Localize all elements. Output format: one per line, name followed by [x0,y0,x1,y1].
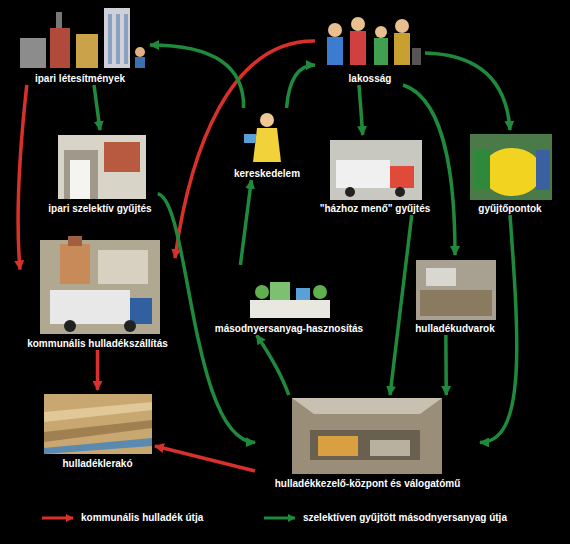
picture-node: hulladékkezelő-központ és válogatómű [255,395,480,490]
picture-node: hulladékudvarok [409,255,500,335]
trade-picture [244,113,281,162]
legend-label: szelektíven gyűjtött másodnyersanyag útj… [303,512,507,524]
population-picture [327,17,421,65]
node-label: lakosság [346,73,395,85]
picture-node: kommunális hulladékszállítás [20,235,175,350]
node-label: ipari szelektív gyűjtés [45,203,154,215]
node-label: hulladéklerakó [59,458,135,470]
yard-photo [416,260,496,320]
picture-node: másodnyersanyag-hasznosítás [208,265,370,335]
waste-flow-arrow [18,85,27,270]
landfill-photo [44,394,152,454]
node-label: gyűjtőpontok [475,203,544,215]
container-photo [470,134,552,200]
recycling-flow-arrow [158,194,255,443]
node-label: másodnyersanyag-hasznosítás [212,323,366,335]
picture-node: ipari létesítmények [10,5,150,85]
node-label: kommunális hulladékszállítás [24,338,171,350]
legend-item: szelektíven gyűjtött másodnyersanyag útj… [262,512,507,524]
recycling-flow-arrow [425,53,510,130]
node-label: "házhoz menő" gyűjtés [317,203,434,215]
recycling-flow-arrow [94,85,100,130]
picture-node: "házhoz menő" gyűjtés [314,135,437,215]
legend-label: kommunális hulladék útja [81,512,203,524]
building-photo [58,135,146,199]
recycling-flow-arrow [240,180,251,265]
node-label: kereskedelem [231,168,303,180]
sorting-plant-photo [292,398,442,474]
picture-node: gyűjtőpontok [465,130,555,215]
legend-arrow-sample [40,512,76,524]
truck-photo [330,140,422,200]
recycling-flow-arrow [359,85,363,135]
node-label: ipari létesítmények [32,73,128,85]
industry-picture [20,8,145,68]
legend-item: kommunális hulladék útja [40,512,203,524]
picture-node: hulladéklerakó [40,390,155,470]
waste-flow-arrow [155,446,255,471]
waste-truck-photo [40,236,160,334]
picture-node: lakosság [315,5,425,85]
picture-node: ipari szelektív gyűjtés [42,130,157,215]
recycling-flow-arrow [390,215,412,395]
legend-arrow-sample [262,512,298,524]
node-label: hulladékkezelő-központ és válogatómű [272,478,464,490]
recycling-flow-arrow [444,335,448,395]
recycling-flow-arrow [150,45,244,108]
waste-flow-arrow [96,350,100,390]
recycling-flow-arrow [257,335,289,395]
picture-node: kereskedelem [228,108,306,180]
recycling-picture [250,282,330,318]
recycling-flow-arrow [287,65,315,108]
node-label: hulladékudvarok [412,323,497,335]
